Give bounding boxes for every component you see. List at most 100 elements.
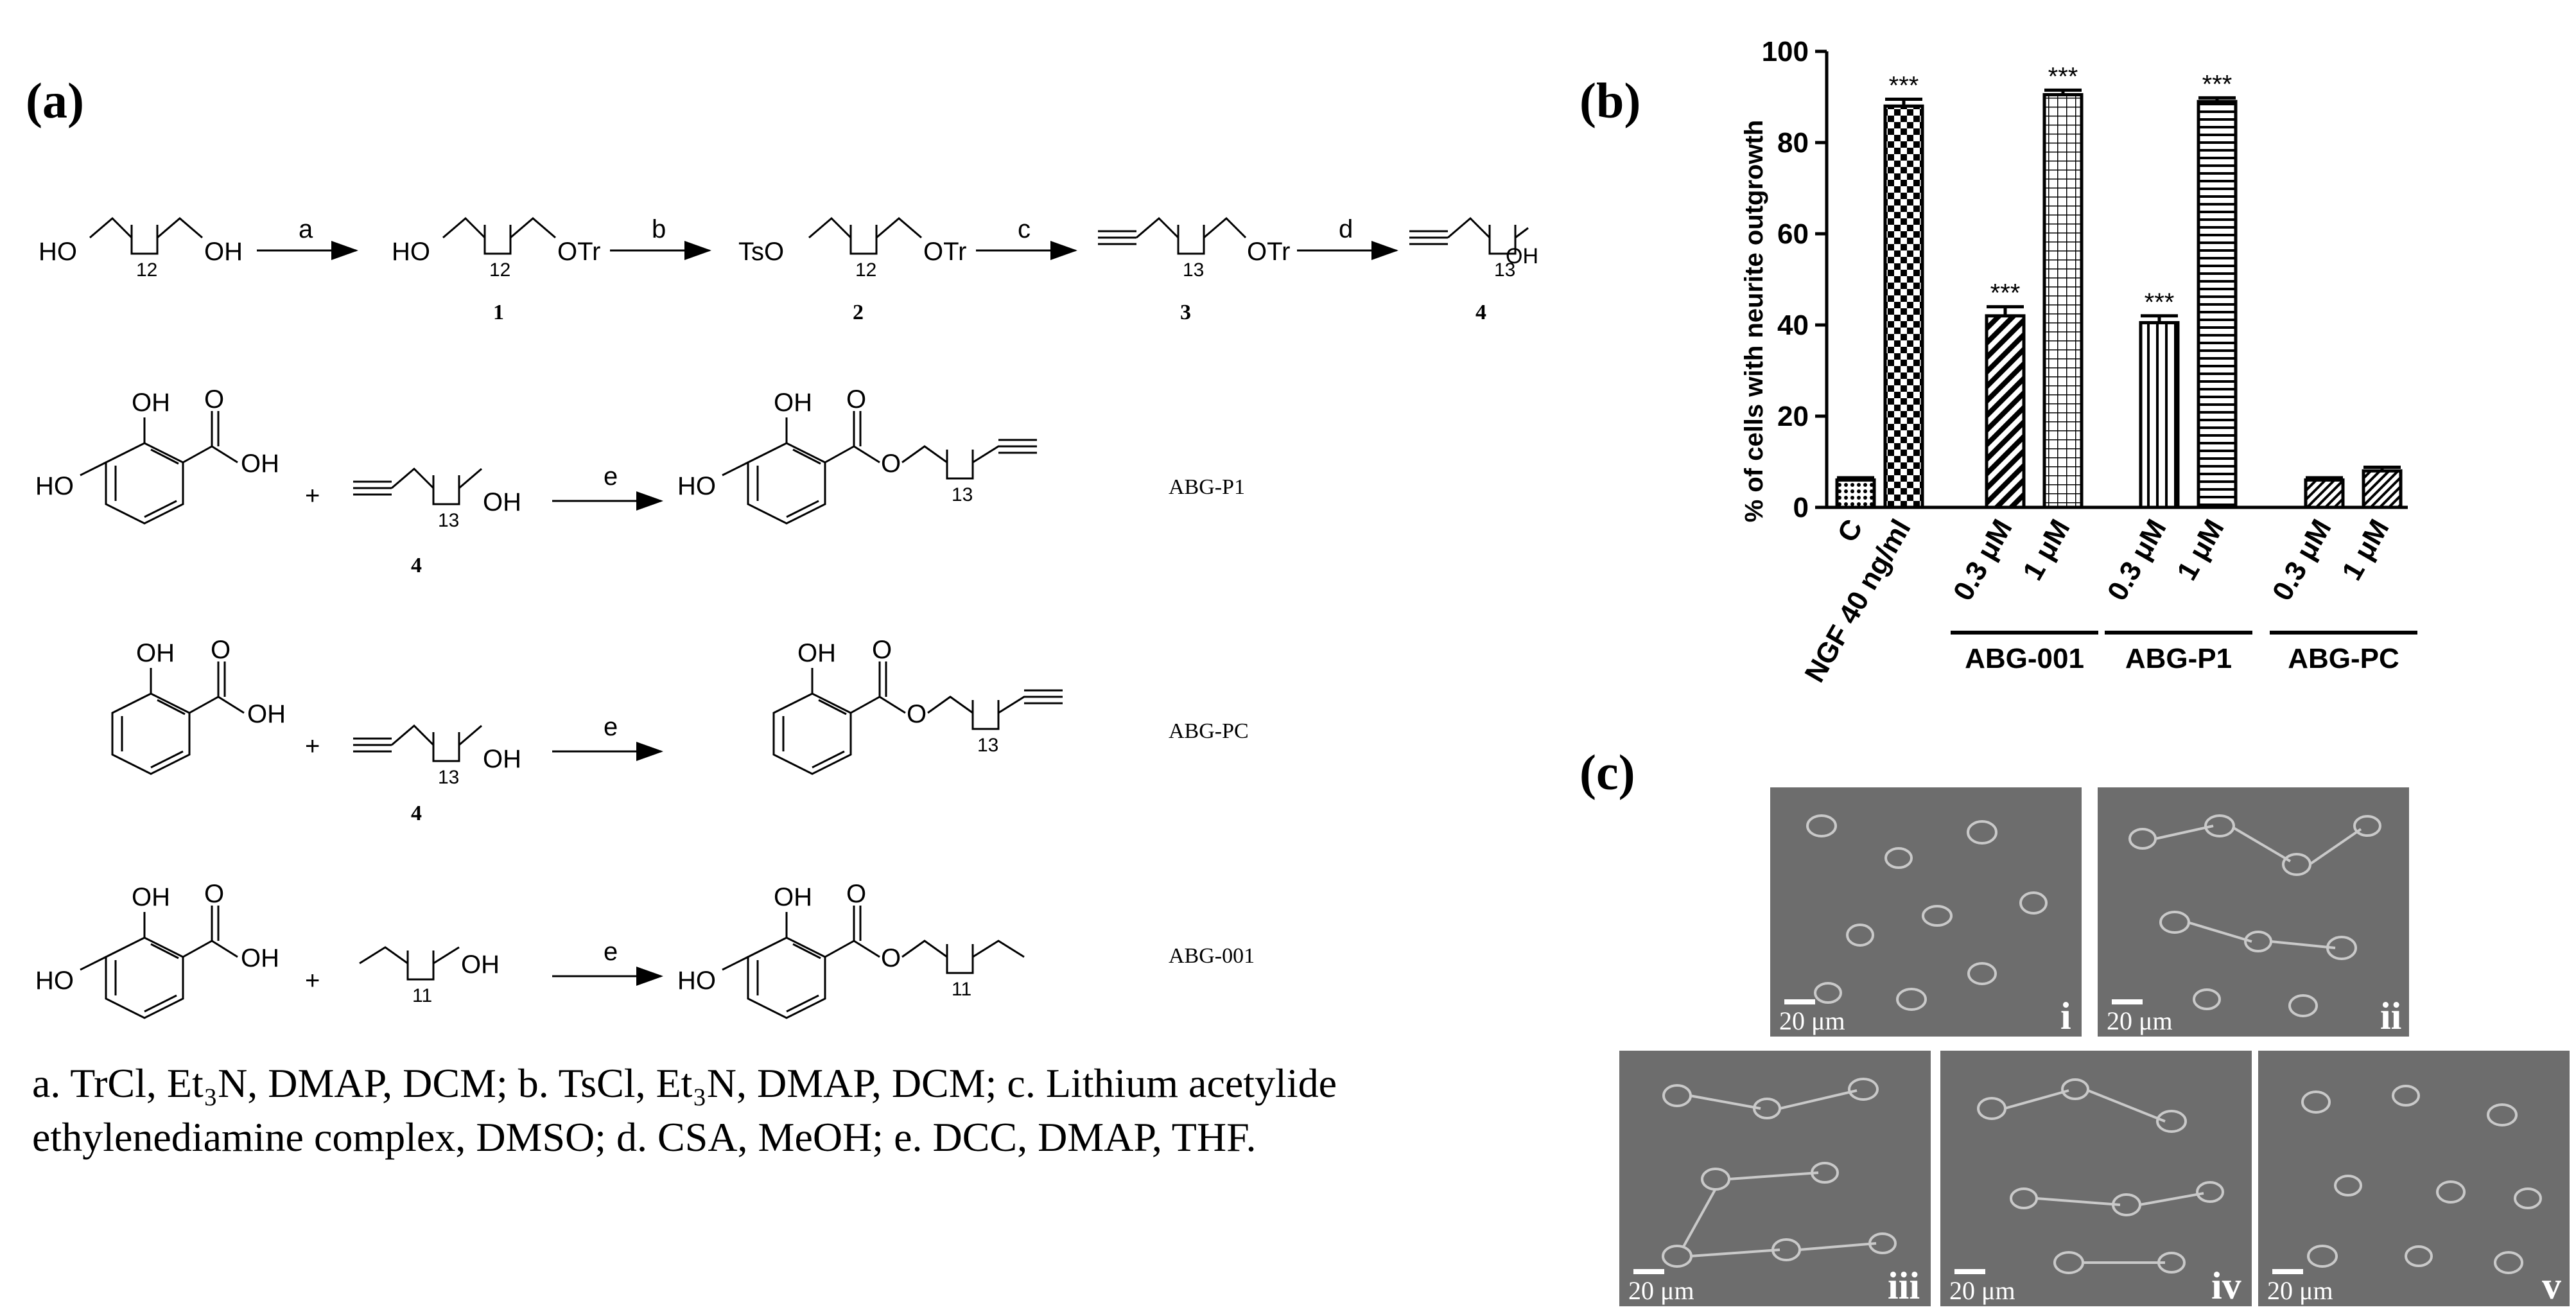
scale-label: 20 μm (2107, 1006, 2173, 1035)
c2-sub: 12 (855, 259, 876, 281)
chain-2 (808, 216, 922, 255)
ab-alkanol-sub: 11 (412, 985, 432, 1006)
p1-alkyne-oh: OH (483, 488, 521, 516)
group-label: ABG-P1 (2125, 643, 2232, 674)
c2-tso: TsO (738, 238, 784, 266)
scale-bar (1633, 1269, 1664, 1274)
p1-ho-right: HO (677, 472, 716, 500)
c1-sub: 12 (489, 259, 510, 281)
compound-1: 1 (493, 301, 504, 324)
y-axis-label: % of cells with neurite outgrowth (1740, 120, 1768, 523)
compound-3: 3 (1180, 301, 1191, 324)
ring-pc-right (772, 692, 852, 775)
micrograph-ii: 20 μm ii (2098, 787, 2409, 1037)
p1-plus: + (305, 482, 320, 510)
step-a: a (299, 215, 313, 243)
p1-o-carbonyl: O (846, 385, 866, 414)
product-name-abg-001: ABG-001 (1169, 944, 1255, 968)
scale-label: 20 μm (1949, 1276, 2015, 1305)
ab-step-e: e (604, 938, 618, 966)
bar (2304, 478, 2345, 509)
start-chain (89, 216, 203, 255)
ab-o-carbonyl: O (846, 880, 866, 908)
scale-bar (1784, 999, 1815, 1004)
pc-oh-top-left: OH (136, 639, 175, 667)
ab-oh-top-left: OH (132, 883, 170, 911)
x-tick-label: 0.3 μM (2102, 514, 2173, 606)
ab-oh-top-right: OH (774, 883, 812, 911)
start-sub: 12 (136, 259, 157, 281)
c1-otr: OTr (557, 238, 600, 266)
p1-ho-left: HO (35, 472, 74, 500)
bar (2042, 92, 2084, 509)
significance-marker: *** (1990, 279, 2021, 308)
pc-product-sub: 13 (977, 735, 998, 756)
ab-ho-left: HO (35, 967, 74, 995)
ab-ho-right: HO (677, 967, 716, 995)
c4-sub: 13 (1494, 259, 1515, 281)
x-tick-label: 1 μM (2017, 514, 2076, 586)
ring-p1-right (747, 442, 826, 525)
micrograph-i: 20 μm i (1770, 787, 2082, 1037)
bar (1883, 104, 1924, 509)
p1-alkyne-sub: 13 (438, 510, 459, 531)
x-tick-label: C (1831, 514, 1868, 548)
pc-acid-oh: OH (247, 700, 286, 728)
panel-b-label: (b) (1580, 73, 1641, 128)
compound-4-row3: 4 (411, 802, 422, 825)
p1-acid-oh: OH (241, 450, 279, 478)
panel-c-label: (c) (1580, 744, 1635, 800)
significance-marker: *** (1889, 72, 1919, 100)
pc-step-e: e (604, 713, 618, 741)
significance-marker: *** (2048, 62, 2078, 91)
alkynol-pc (353, 724, 482, 762)
ring-pc-left (111, 692, 191, 775)
ab-o-left: O (204, 880, 224, 908)
micrograph-v: 20 μm v (2258, 1051, 2570, 1306)
ring-001-left (105, 936, 184, 1019)
x-tick-label: 1 μM (2336, 514, 2396, 586)
pc-o-ester: O (907, 700, 927, 728)
alkanol-001 (359, 946, 460, 981)
ab-product-sub: 11 (952, 979, 971, 1000)
bar (1985, 314, 2026, 509)
bar (2362, 469, 2403, 509)
pc-alkyne-sub: 13 (438, 767, 459, 788)
c1-ho: HO (392, 238, 430, 266)
panel-a-label: (a) (26, 73, 84, 128)
c4-oh: OH (1506, 244, 1538, 268)
x-tick-label: 0.3 μM (2267, 514, 2338, 606)
chain-3 (1098, 216, 1247, 255)
step-c: c (1018, 215, 1031, 243)
y-tick-label: 0 (1793, 492, 1809, 523)
micrograph-numeral: iv (2211, 1265, 2241, 1306)
significance-marker: *** (2202, 70, 2232, 98)
y-tick-label: 60 (1777, 218, 1809, 250)
x-tick-label: 1 μM (2171, 514, 2231, 586)
chain-1 (442, 216, 556, 255)
scale-bar (2112, 999, 2143, 1004)
p1-step-e: e (604, 462, 618, 491)
scale-bar (1954, 1269, 1985, 1274)
product-name-abg-p1: ABG-P1 (1169, 475, 1246, 499)
micrograph-numeral: i (2060, 995, 2071, 1037)
chain-4 (1409, 216, 1529, 255)
pc-o-left: O (211, 636, 231, 664)
compound-4-row2: 4 (411, 554, 422, 577)
ab-o-ester: O (881, 944, 901, 972)
step-d: d (1339, 215, 1353, 243)
p1-o-ester: O (881, 450, 901, 478)
y-tick-label: 100 (1762, 36, 1809, 67)
scale-label: 20 μm (2267, 1276, 2333, 1305)
alkynol-p1 (353, 467, 482, 505)
ring-001-right (747, 936, 826, 1019)
start-ho: HO (39, 238, 77, 266)
bar (2197, 100, 2238, 509)
pc-plus: + (305, 732, 320, 760)
c3-sub: 13 (1183, 259, 1204, 281)
micrograph-iii: 20 μm iii (1619, 1051, 1931, 1306)
product-name-abg-pc: ABG-PC (1169, 719, 1249, 743)
bar (1835, 478, 1876, 509)
c2-otr: OTr (923, 238, 966, 266)
scale-label: 20 μm (1779, 1006, 1845, 1035)
